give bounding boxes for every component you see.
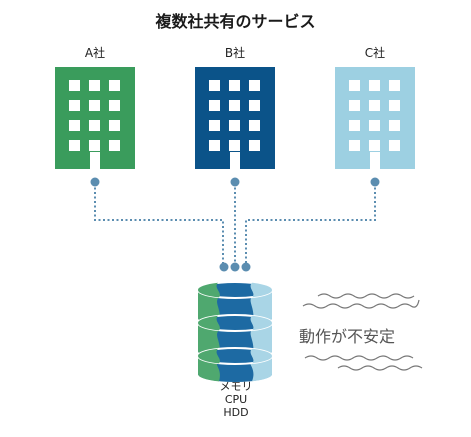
building-window [209,100,220,111]
building-a-icon [55,67,135,169]
building-window [89,100,100,111]
building-window [229,120,240,131]
company-label-b: B社 [224,46,246,60]
building-window [349,100,360,111]
building-window [109,80,120,91]
building-window [369,100,380,111]
connector-dots [90,177,380,272]
building-window [209,80,220,91]
dot-b-top [230,177,240,187]
server-disk-bottom [197,347,273,382]
building-window [249,140,260,151]
building-door [230,152,240,169]
building-window [89,140,100,151]
building-window [389,140,400,151]
building-window [209,120,220,131]
building-window [349,80,360,91]
building-b-icon [195,67,275,169]
building-window [69,120,80,131]
dot-c-top [370,177,380,187]
building-window [249,80,260,91]
building-window [369,120,380,131]
diagram-title: 複数社共有のサービス [155,12,316,31]
server-specs: メモリ CPU HDD [186,380,286,419]
spec-hdd: HDD [223,406,249,419]
connector-lines [94,183,376,266]
wave-lines-icon [302,293,423,371]
spec-cpu: CPU [224,393,248,406]
building-door [90,152,100,169]
building-window [369,140,380,151]
building-window [229,100,240,111]
building-window [109,120,120,131]
building-window [229,140,240,151]
building-window [249,120,260,131]
building-c-icon [335,67,415,169]
building-window [209,140,220,151]
building-window [389,80,400,91]
building-window [69,100,80,111]
building-door [370,152,380,169]
company-label-c: C社 [364,46,386,60]
building-window [229,80,240,91]
building-window [249,100,260,111]
company-label-a: A社 [84,46,106,60]
building-window [69,140,80,151]
spec-memory: メモリ [219,380,253,393]
building-window [109,140,120,151]
connector-c [245,183,376,266]
building-window [389,100,400,111]
building-window [89,80,100,91]
building-window [109,100,120,111]
building-window [89,120,100,131]
status-unstable-text: 動作が不安定 [299,327,396,346]
dot-a-top [90,177,100,187]
building-window [369,80,380,91]
server-database-icon [197,281,273,382]
building-window [69,80,80,91]
building-window [349,120,360,131]
building-window [389,120,400,131]
dot-a-bottom [219,262,229,272]
building-window [349,140,360,151]
dot-b-bottom [230,262,240,272]
connector-a [94,183,224,266]
dot-c-bottom [241,262,251,272]
